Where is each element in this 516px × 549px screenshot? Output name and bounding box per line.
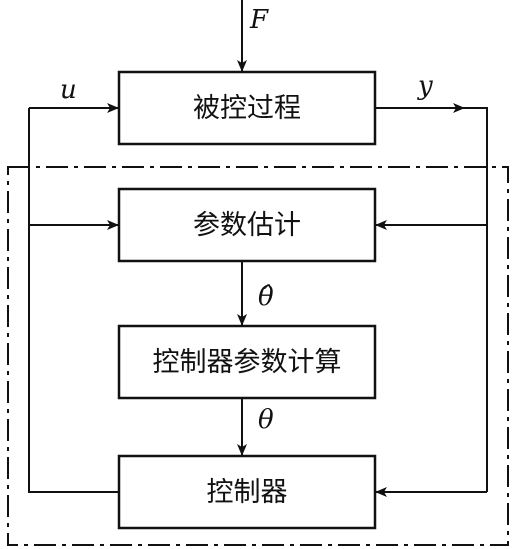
output-label: y (417, 71, 433, 101)
estimator-label: 参数估计 (193, 210, 301, 241)
param-calc-block (117, 324, 377, 400)
control-signal-line (28, 108, 119, 493)
params-label: θ (258, 405, 274, 435)
disturbance-label: F (249, 5, 269, 35)
estimator-block (117, 187, 377, 263)
control-label: u (60, 75, 77, 105)
controller-label: 控制器 (207, 477, 288, 508)
estimate-label: θ̂ (258, 282, 274, 312)
adaptive-loop-frame (7, 166, 509, 546)
output-feedback-line (465, 107, 488, 492)
process-label: 被控过程 (193, 93, 301, 124)
param-calc-label: 控制器参数计算 (153, 347, 342, 378)
